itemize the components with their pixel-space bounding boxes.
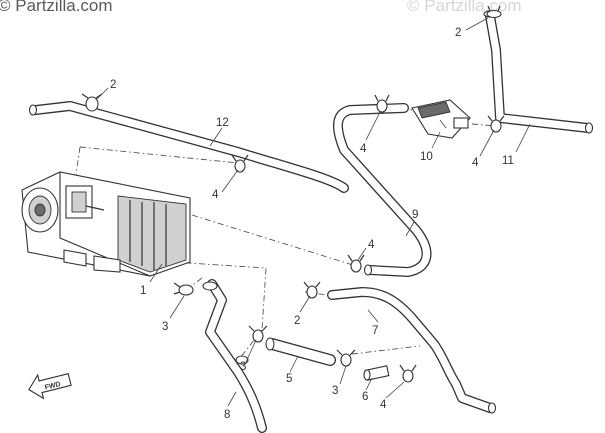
ref-1: 1 — [140, 285, 146, 297]
ref-4-right: 4 — [472, 157, 479, 169]
ref-3-lower: 3 — [332, 385, 338, 397]
clamp-4-mid-right — [347, 254, 365, 273]
hose-5 — [265, 337, 336, 366]
ref-11: 11 — [502, 155, 514, 167]
clamp-3-lower — [336, 349, 356, 367]
ref-2-top-right: 2 — [455, 27, 461, 39]
ref-7: 7 — [372, 325, 378, 337]
hose-9 — [333, 103, 432, 277]
ref-5: 5 — [286, 373, 292, 385]
ref-9: 9 — [412, 209, 418, 221]
clamp-2-top-right — [486, 5, 502, 19]
clamp-4-upper-mid — [231, 154, 249, 173]
clamp-4-top — [374, 94, 390, 113]
ref-4-top: 4 — [360, 143, 367, 155]
ref-4-lower: 4 — [380, 399, 387, 411]
ref-2-mid: 2 — [294, 315, 300, 327]
fwd-arrow-icon: FWD — [28, 372, 72, 400]
valve-10 — [411, 99, 471, 139]
canister-1 — [21, 171, 191, 277]
fitting-6 — [363, 365, 390, 381]
hose-7 — [327, 287, 497, 414]
ref-3-mid: 3 — [240, 361, 246, 373]
ref-4-mid-right: 4 — [368, 239, 375, 251]
hose-12 — [28, 101, 349, 193]
callout-labels: 2 2 12 4 4 10 4 11 9 4 1 3 2 7 3 5 3 6 4… — [110, 27, 514, 421]
clamp-2-mid — [303, 281, 321, 299]
hose-8 — [205, 279, 267, 433]
ref-6: 6 — [362, 391, 368, 403]
fwd-label: FWD — [44, 381, 61, 392]
leader-lines — [95, 17, 531, 407]
watermark-left: © Partzilla.com — [0, 0, 113, 15]
hose-11 — [483, 10, 594, 134]
clamp-left-hose — [202, 281, 218, 291]
ref-2-top-left: 2 — [110, 79, 116, 91]
ref-12: 12 — [216, 117, 229, 129]
clamp-4-right — [487, 115, 505, 133]
clamp-4-lower — [399, 364, 417, 383]
ref-4-upper-mid: 4 — [212, 189, 219, 201]
clamps — [81, 5, 505, 383]
ref-8: 8 — [224, 409, 230, 421]
assembly-guide-lines — [73, 103, 497, 359]
clamp-3-left — [173, 282, 194, 296]
clamp-hose-8-lower — [235, 355, 249, 365]
ref-3-left: 3 — [162, 321, 168, 333]
clamp-3-mid — [248, 325, 268, 343]
ref-10: 10 — [420, 151, 433, 163]
